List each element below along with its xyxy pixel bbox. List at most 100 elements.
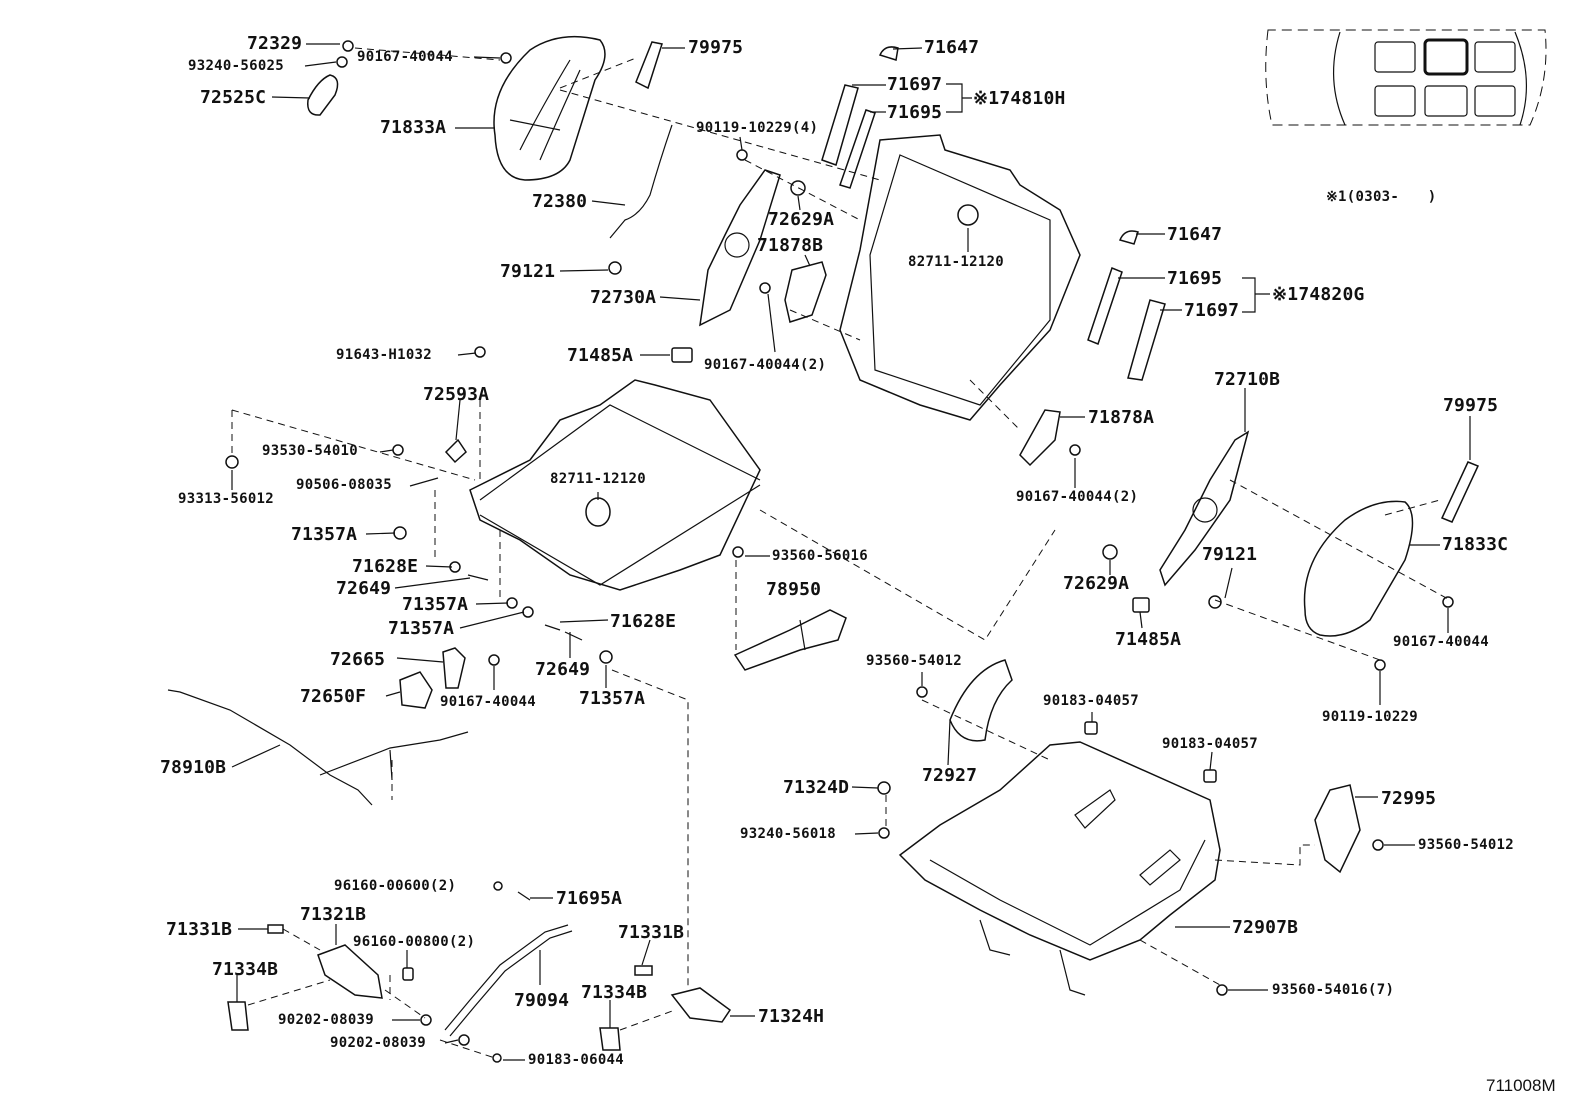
label-90183-06044: 90183-06044 — [528, 1052, 625, 1068]
label-71331B-a: 71331B — [166, 919, 233, 940]
cap-72593A — [444, 438, 467, 464]
label-78910B: 78910B — [160, 757, 227, 778]
vehicle-inset-icon — [1265, 29, 1547, 126]
label-71357A-b: 71357A — [402, 594, 469, 615]
strip-71695-b — [1087, 267, 1123, 345]
seat-pan-72907B — [898, 741, 1221, 996]
label-174810H: ※174810H — [973, 88, 1066, 109]
label-90202-08039-b: 90202-08039 — [330, 1035, 427, 1051]
label-93530-54010: 93530-54010 — [262, 443, 359, 459]
strip-71695 — [839, 109, 876, 189]
bracket-72650F — [399, 671, 433, 709]
leader-lines — [231, 43, 1471, 1061]
knob-72525C — [307, 74, 339, 116]
label-71695-a: 71695 — [887, 102, 943, 123]
label-90183-04057-b: 90183-04057 — [1162, 736, 1259, 752]
label-90506-08035: 90506-08035 — [296, 477, 393, 493]
label-71357A-c: 71357A — [388, 618, 455, 639]
strip-79975-b — [1440, 461, 1480, 523]
label-71697-b: 71697 — [1184, 300, 1240, 321]
label-90167-40044-b: 90167-40044 — [1393, 634, 1490, 650]
label-71647-b: 71647 — [1167, 224, 1223, 245]
label-93560-54016-7: 93560-54016(7) — [1272, 982, 1395, 998]
note-date-range: ※1(0303- ) — [1326, 189, 1437, 205]
cable-78910B — [167, 689, 373, 806]
bolt-90119-10229 — [736, 149, 748, 161]
label-72629A-b: 72629A — [1063, 573, 1130, 594]
label-82711-12120-b: 82711-12120 — [550, 471, 647, 487]
assembly-dashed-lines — [231, 47, 1451, 1059]
label-71357A-a: 71357A — [291, 524, 358, 545]
label-93240-56018: 93240-56018 — [740, 826, 837, 842]
seat-cushion-frame — [469, 379, 761, 591]
label-71697-a: 71697 — [887, 74, 943, 95]
bushing-72629A — [790, 180, 806, 196]
label-91643-H1032: 91643-H1032 — [336, 347, 433, 363]
label-79094: 79094 — [514, 990, 570, 1011]
label-174820G: ※174820G — [1272, 284, 1365, 305]
label-72649-a: 72649 — [336, 578, 392, 599]
label-79121-b: 79121 — [1202, 544, 1258, 565]
clip-71485A — [671, 347, 693, 363]
label-90167-40044-c: 90167-40044 — [440, 694, 537, 710]
label-90167-40044-2a: 90167-40044(2) — [704, 357, 827, 373]
label-90202-08039-a: 90202-08039 — [278, 1012, 375, 1028]
label-72380: 72380 — [532, 191, 588, 212]
label-71334B-a: 71334B — [212, 959, 279, 980]
label-90167-40044-a: 90167-40044 — [357, 49, 454, 65]
block-71334B — [227, 1001, 249, 1031]
hinge-72730A — [699, 169, 781, 327]
cover-72927 — [949, 659, 1013, 742]
label-93560-54012-b: 93560-54012 — [1418, 837, 1515, 853]
figure-code: 711008M — [1486, 1076, 1556, 1095]
label-79121-a: 79121 — [500, 261, 556, 282]
bolt-90167-40044 — [500, 52, 512, 64]
plate-71321B — [317, 944, 383, 999]
label-90119-10229-4: 90119-10229(4) — [696, 120, 819, 136]
label-71485A-a: 71485A — [567, 345, 634, 366]
label-82711-12120-a: 82711-12120 — [908, 254, 1005, 270]
label-79975-a: 79975 — [688, 37, 744, 58]
bracket-71878A — [1019, 409, 1061, 467]
cover-72995 — [1314, 784, 1361, 874]
label-71878B: 71878B — [757, 235, 824, 256]
label-72650F: 72650F — [300, 686, 367, 707]
label-71485A-b: 71485A — [1115, 629, 1182, 650]
label-72995: 72995 — [1381, 788, 1437, 809]
label-72649-b: 72649 — [535, 659, 591, 680]
label-78950: 78950 — [766, 579, 822, 600]
lever-78950 — [733, 609, 847, 671]
label-72629A-a: 72629A — [768, 209, 835, 230]
label-93560-56016: 93560-56016 — [772, 548, 869, 564]
block-71334B-b — [599, 1027, 621, 1051]
label-71334B-b: 71334B — [581, 982, 648, 1003]
label-72665: 72665 — [330, 649, 386, 670]
clip-79121 — [608, 261, 622, 275]
label-71647-a: 71647 — [924, 37, 980, 58]
label-72525C: 72525C — [200, 87, 267, 108]
label-72907B: 72907B — [1232, 917, 1299, 938]
cap-71647 — [878, 46, 899, 61]
screw-91643-H1032 — [474, 346, 486, 358]
label-71628E-a: 71628E — [352, 556, 419, 577]
strip-71697 — [821, 84, 859, 166]
label-71628E-b: 71628E — [610, 611, 677, 632]
armrest-cover-71833C — [1303, 500, 1414, 637]
label-71321B: 71321B — [300, 904, 367, 925]
label-90167-40044-2b: 90167-40044(2) — [1016, 489, 1139, 505]
label-71833C: 71833C — [1442, 534, 1509, 555]
label-72927: 72927 — [922, 765, 978, 786]
label-71331B-b: 71331B — [618, 922, 685, 943]
screw-93240-56025 — [336, 56, 348, 68]
cover-72665 — [442, 647, 466, 689]
label-90183-04057-a: 90183-04057 — [1043, 693, 1140, 709]
label-96160-00600-2: 96160-00600(2) — [334, 878, 457, 894]
label-93560-54012-a: 93560-54012 — [866, 653, 963, 669]
clip-72329 — [342, 40, 354, 52]
strip-71697-b — [1127, 299, 1166, 381]
label-93240-56025: 93240-56025 — [188, 58, 285, 74]
hinge-72710B — [1159, 430, 1250, 587]
cable-72380 — [609, 124, 673, 239]
